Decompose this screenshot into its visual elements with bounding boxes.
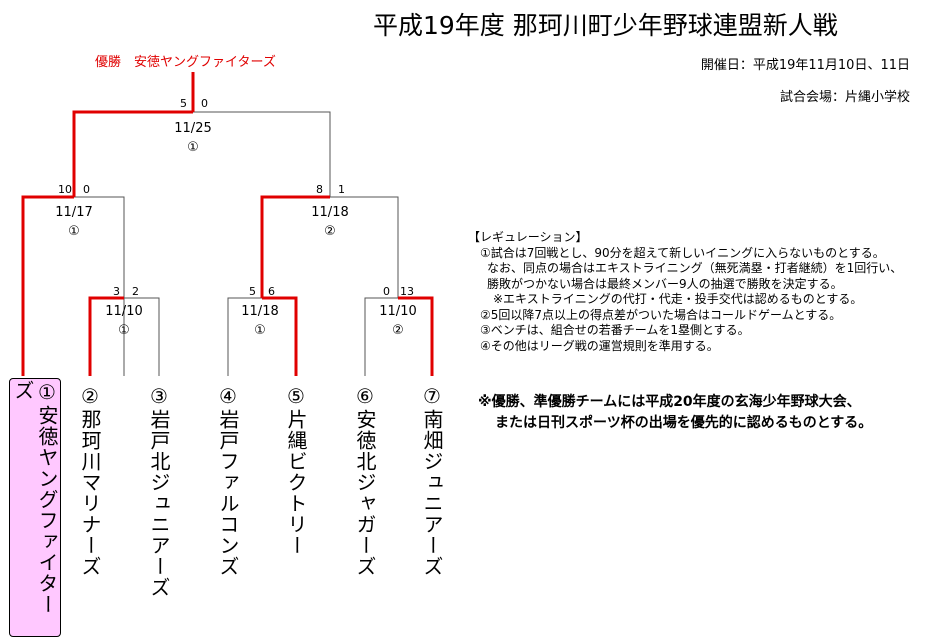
match-m1-score-left: 3 bbox=[113, 285, 120, 298]
match-m1-date: 11/10 bbox=[105, 304, 143, 319]
match-m2-score-right: 6 bbox=[268, 285, 275, 298]
match-m3-date: 11/10 bbox=[379, 304, 417, 319]
bracket-line-m1-winner bbox=[88, 296, 124, 376]
bracket-line-m6-loser bbox=[193, 111, 331, 197]
bracket-line-m5-loser bbox=[330, 196, 399, 298]
team-6: ⑥安徳北ジャガーズ bbox=[353, 384, 377, 577]
team-2: ②那珂川マリナーズ bbox=[78, 384, 102, 577]
regulation-line: ※エキストライニングの代打・代走・投手交代は認めるものとする。 bbox=[493, 292, 863, 306]
regulation-line: ③ベンチは、組合せの若番チームを1塁側とする。 bbox=[480, 323, 750, 337]
match-m5-date: 11/18 bbox=[311, 205, 349, 220]
bracket-line-m2-winner bbox=[262, 296, 298, 376]
bracket-line-m4-winner bbox=[21, 195, 74, 376]
match-m2-diamond: ① bbox=[254, 323, 266, 338]
bracket-line-m5-winner bbox=[260, 195, 330, 298]
team-1-champion: ①安徳ヤングファイターズ bbox=[9, 378, 61, 637]
match-m2-score-left: 5 bbox=[249, 285, 256, 298]
regulation-line: 勝敗がつかない場合は最終メンバー9人の抽選で勝敗を決定する。 bbox=[487, 276, 843, 291]
match-m4-score-left: 10 bbox=[58, 183, 72, 196]
regulation-block: 【レギュレーション】 ①試合は7回戦とし、90分を超えて新しいイニングに入らない… bbox=[468, 230, 902, 354]
match-m3-diamond: ② bbox=[392, 323, 404, 338]
bracket-line-m3-loser bbox=[364, 297, 398, 376]
match-m5-score-right: 1 bbox=[338, 183, 345, 196]
bracket-line-m3-winner bbox=[398, 296, 434, 376]
match-m4-diamond: ① bbox=[68, 224, 80, 239]
bracket-line-m1-loser bbox=[123, 297, 160, 376]
match-m6-date: 11/25 bbox=[174, 121, 212, 136]
match-m5-diamond: ② bbox=[324, 224, 336, 239]
note-line-2: または日刊スポーツ杯の出場を優先的に認めるものとする。 bbox=[495, 415, 873, 431]
match-m6-score-left: 5 bbox=[180, 97, 187, 110]
bracket-line-m4-loser bbox=[74, 196, 125, 298]
match-m5-score-left: 8 bbox=[316, 183, 323, 196]
event-venue: 試合会場：片縄小学校 bbox=[779, 90, 910, 105]
regulation-line: ②5回以降7点以上の得点差がついた場合はコールドゲームとする。 bbox=[480, 307, 842, 322]
regulation-heading: 【レギュレーション】 bbox=[468, 230, 588, 244]
match-m1-diamond: ① bbox=[118, 323, 130, 338]
qualification-note: ※優勝、準優勝チームには平成20年度の玄海少年野球大会、 または日刊スポーツ杯の… bbox=[478, 392, 872, 434]
match-m3-score-right: 13 bbox=[400, 285, 414, 298]
note-line-1: ※優勝、準優勝チームには平成20年度の玄海少年野球大会、 bbox=[478, 394, 861, 410]
team-7: ⑦南畑ジュニアーズ bbox=[420, 384, 444, 577]
match-m2-date: 11/18 bbox=[241, 304, 279, 319]
regulation-line: なお、同点の場合はエキストライニング（無死満塁・打者継続）を1回行い、 bbox=[487, 261, 903, 275]
team-4: ④岩戸ファルコンズ bbox=[216, 384, 240, 577]
match-m6-diamond: ① bbox=[187, 140, 199, 155]
team-5: ⑤片縄ビクトリー bbox=[284, 384, 308, 556]
page-title: 平成19年度 那珂川町少年野球連盟新人戦 bbox=[373, 11, 838, 40]
match-m4-score-right: 0 bbox=[83, 183, 90, 196]
team-3: ③岩戸北ジュニアーズ bbox=[147, 384, 171, 598]
match-m1-score-right: 2 bbox=[132, 285, 139, 298]
regulation-line: ④その他はリーグ戦の運営規則を準用する。 bbox=[480, 338, 719, 353]
bracket-line-m2-loser bbox=[227, 297, 262, 376]
match-m4-date: 11/17 bbox=[55, 205, 93, 220]
match-m6-score-right: 0 bbox=[201, 97, 208, 110]
match-m3-score-left: 0 bbox=[383, 285, 390, 298]
champion-label: 優勝 安徳ヤングファイターズ bbox=[95, 55, 276, 70]
regulation-line: ①試合は7回戦とし、90分を超えて新しいイニングに入らないものとする。 bbox=[480, 245, 885, 260]
event-dates: 開催日：平成19年11月10日、11日 bbox=[700, 58, 910, 73]
